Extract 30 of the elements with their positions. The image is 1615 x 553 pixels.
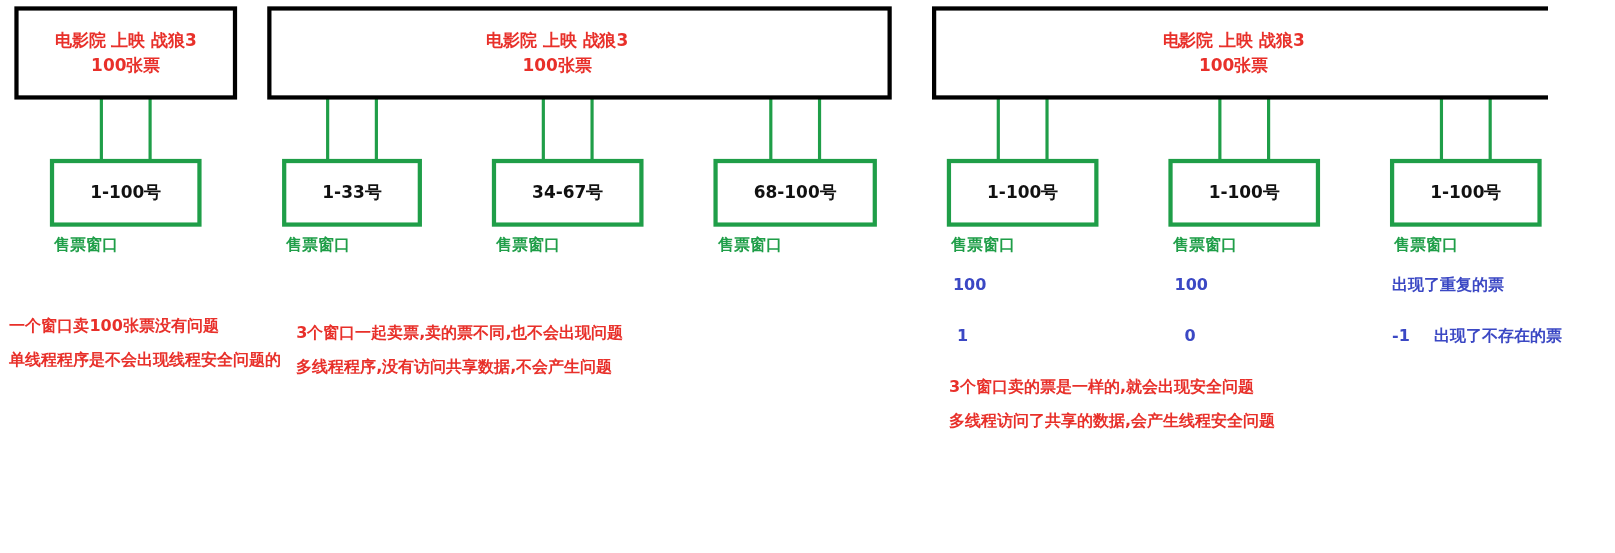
value-label: -1 (1392, 326, 1410, 347)
node-caption: 售票窗口 (54, 234, 118, 255)
note-text: 一个窗口卖100张票没有问题 (9, 316, 219, 337)
node-box: 电影院 上映 战狼3 100张票 (932, 6, 1548, 100)
note-text: 出现了重复的票 (1392, 275, 1505, 296)
value-label: 1 (956, 326, 969, 347)
node-box: 电影院 上映 战狼3 100张票 (14, 6, 238, 100)
node-box: 1-33号 (282, 158, 422, 227)
note-text: 单线程程序是不会出现线程安全问题的 (9, 350, 282, 371)
node-box: 68-100号 (713, 158, 877, 227)
note-text: 3个窗口一起卖票,卖的票不同,也不会出现问题 (296, 322, 624, 343)
note-text: 多线程程序,没有访问共享数据,不会产生问题 (296, 356, 613, 377)
node-box: 1-100号 (1390, 158, 1542, 227)
note-text: 多线程访问了共享的数据,会产生线程安全问题 (948, 411, 1275, 432)
node-caption: 售票窗口 (950, 234, 1015, 255)
node-box: 1-100号 (49, 158, 202, 227)
note-text: 出现了不存在的票 (1434, 326, 1563, 347)
node-caption: 售票窗口 (1172, 234, 1237, 255)
node-caption: 售票窗口 (717, 234, 782, 255)
node-caption: 售票窗口 (1394, 234, 1459, 255)
note-text: 3个窗口卖的票是一样的,就会出现安全问题 (948, 377, 1255, 398)
node-caption: 售票窗口 (495, 234, 560, 255)
value-label: 100 (1174, 275, 1208, 296)
node-caption: 售票窗口 (286, 234, 351, 255)
node-box: 1-100号 (1168, 158, 1321, 227)
node-box: 1-100号 (946, 158, 1099, 227)
value-label: 0 (1184, 326, 1196, 347)
node-box: 34-67号 (491, 158, 644, 227)
node-box: 电影院 上映 战狼3 100张票 (267, 6, 892, 100)
value-label: 100 (952, 275, 987, 296)
